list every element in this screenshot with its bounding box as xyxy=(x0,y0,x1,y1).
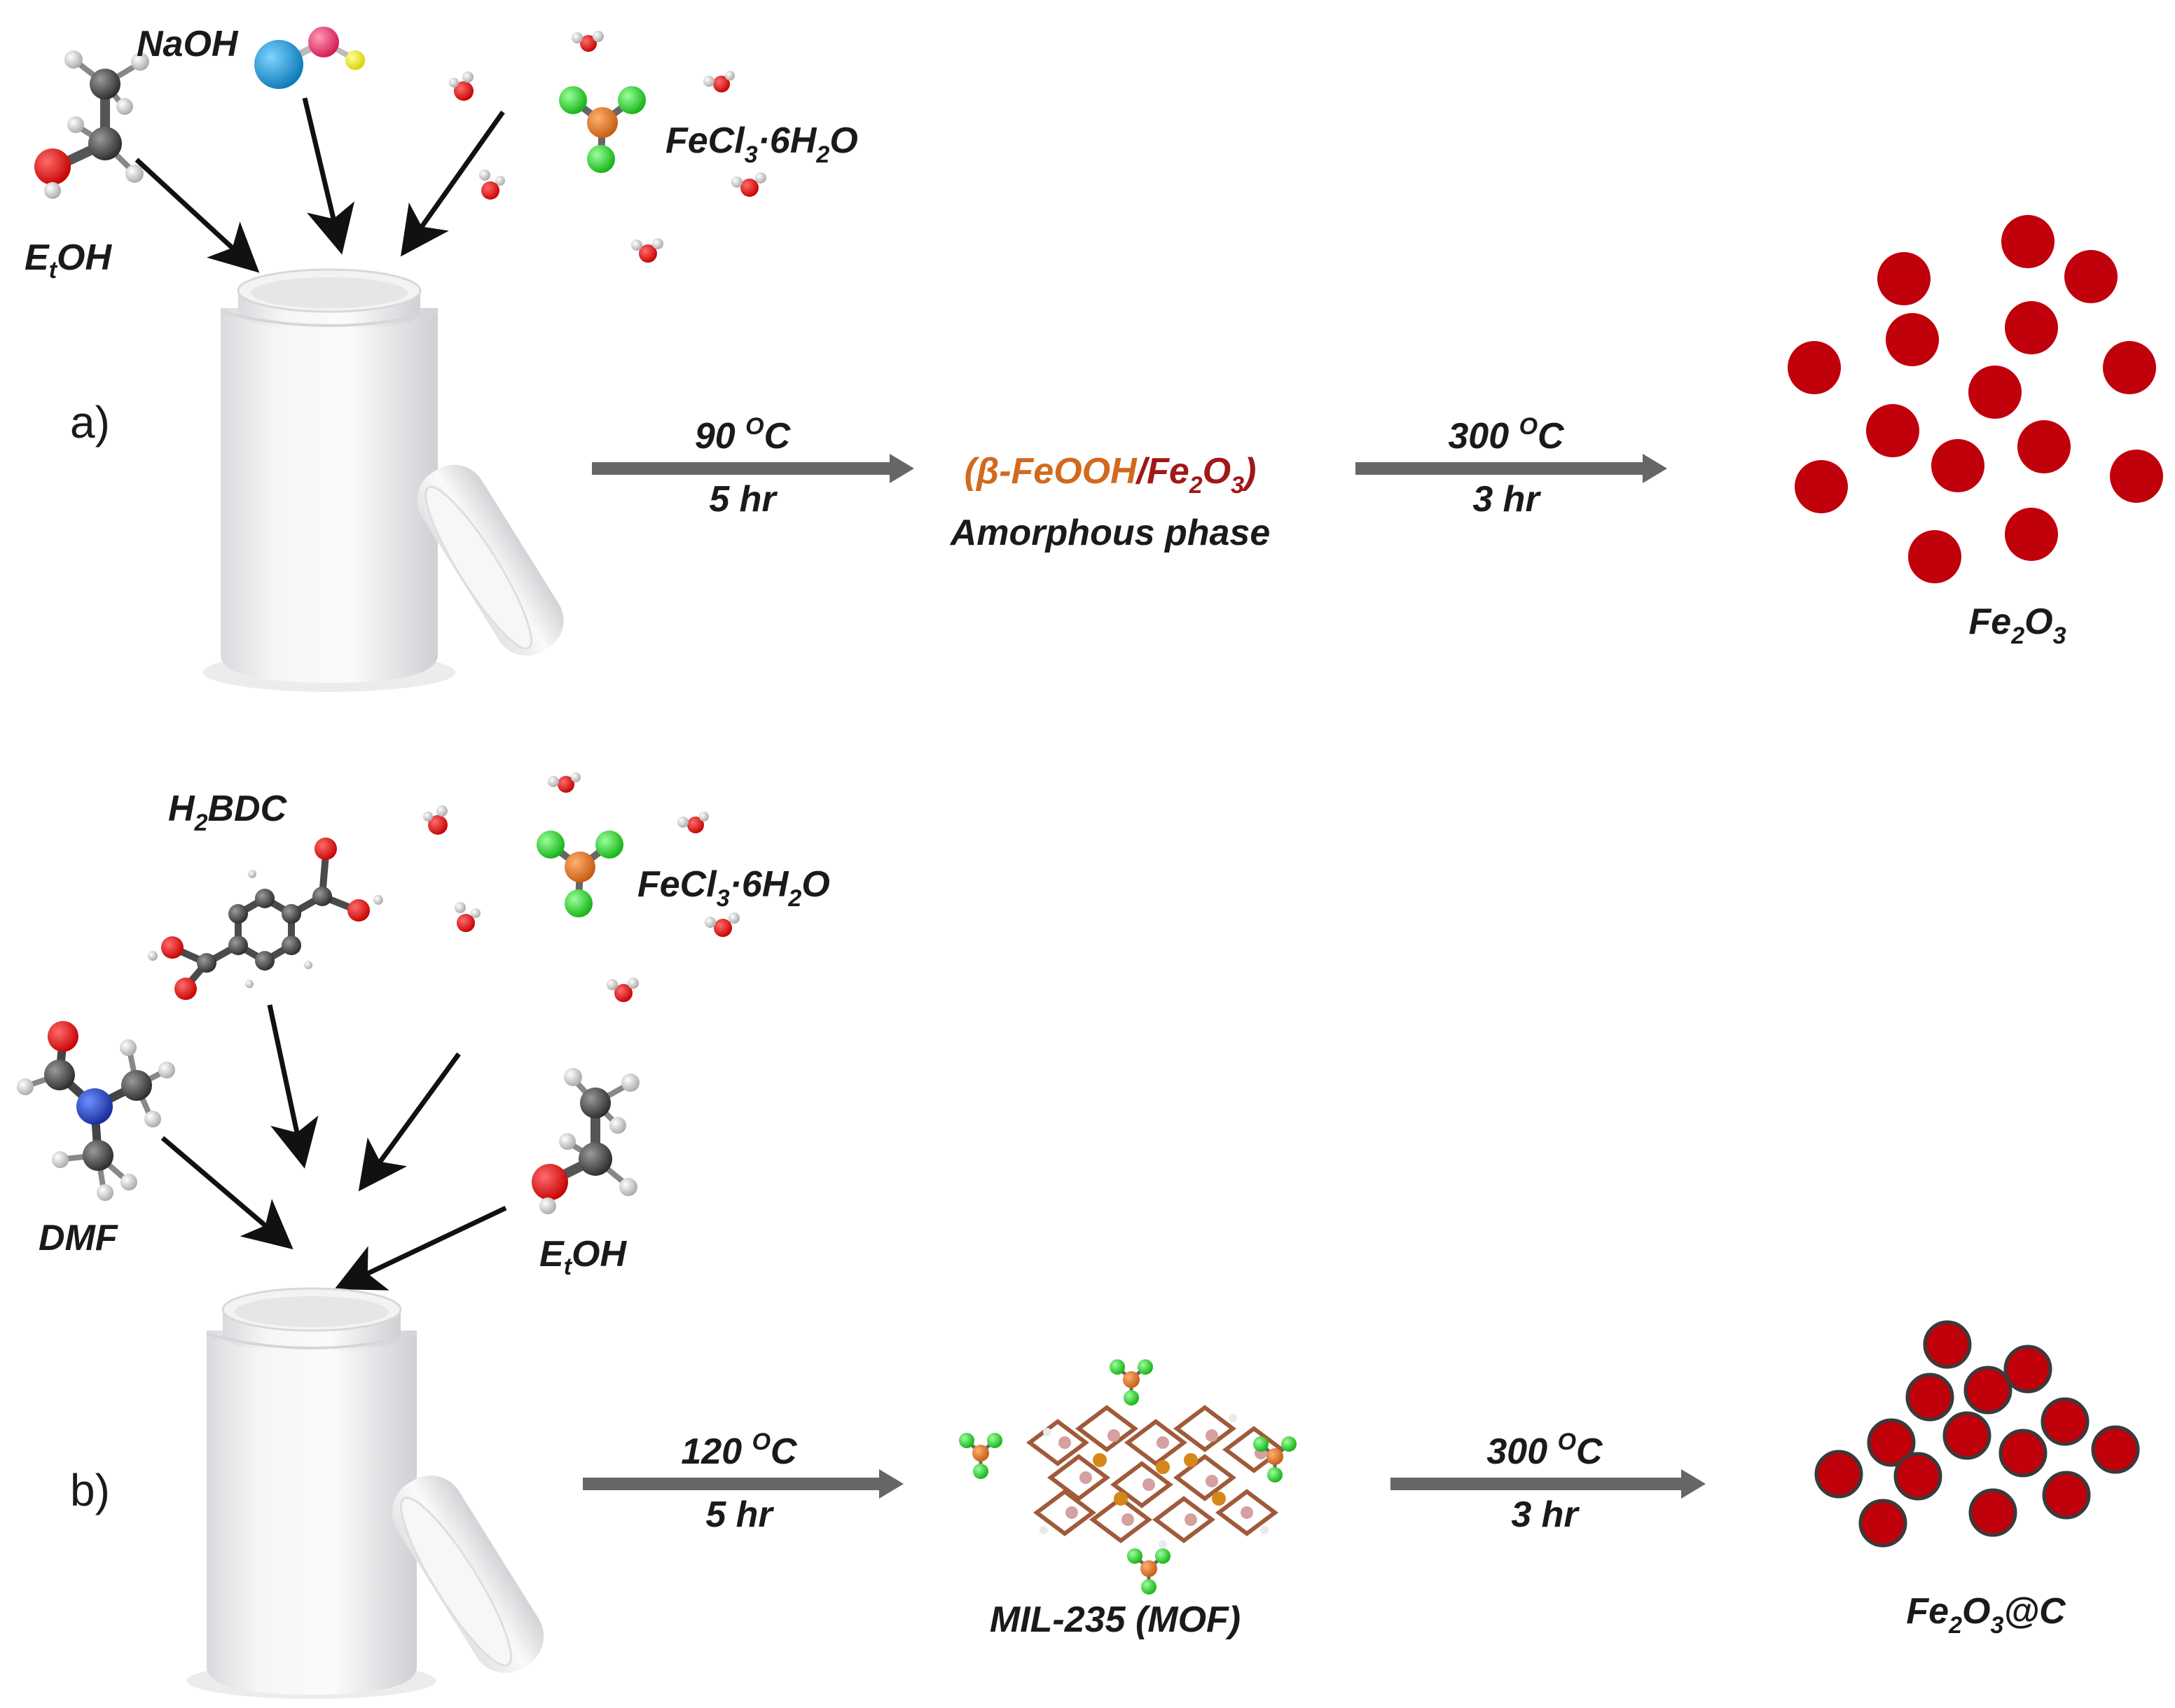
particle xyxy=(1963,1366,2012,1415)
step1-time-b: 5 hr xyxy=(705,1494,774,1535)
water-icon xyxy=(479,169,505,200)
dmf-label: DMF xyxy=(39,1218,118,1258)
particle xyxy=(2005,301,2058,354)
particle xyxy=(1886,313,1939,366)
particle xyxy=(1968,366,2022,419)
particle xyxy=(1905,1373,1954,1422)
particle xyxy=(1814,1450,1863,1499)
dmf-molecule-icon xyxy=(17,1021,175,1201)
reaction-arrow-b1: 120 OC 5 hr xyxy=(583,1429,904,1535)
reaction-arrow-a1: 90 OC 5 hr xyxy=(592,413,914,520)
water-icon xyxy=(455,902,481,932)
step1-time-a: 5 hr xyxy=(709,479,778,520)
particle xyxy=(1998,1429,2048,1478)
step1-temp-b: 120 OC xyxy=(681,1429,798,1472)
particle xyxy=(1942,1411,1991,1460)
particle xyxy=(1877,252,1931,305)
h2bdc-molecule-icon xyxy=(148,838,383,1000)
intermediate-phase-a: Amorphous phase xyxy=(949,513,1271,553)
particle xyxy=(2042,1471,2091,1520)
reagent-arrow xyxy=(134,158,260,273)
water-icon xyxy=(631,238,663,263)
particle xyxy=(1908,530,1961,583)
reagent-arrow xyxy=(302,97,355,255)
fe2o3-c-particles-b xyxy=(1814,1320,2140,1548)
particle xyxy=(2103,341,2156,394)
reaction-arrow-a2: 300 OC 3 hr xyxy=(1355,413,1667,520)
etoh-molecule-icon xyxy=(34,50,149,199)
particle xyxy=(2041,1397,2090,1446)
particle xyxy=(2003,1345,2052,1394)
particle xyxy=(1968,1488,2017,1537)
teflon-jar-a xyxy=(203,268,455,692)
etoh-label-a: EtOH xyxy=(25,237,112,284)
water-molecules-a xyxy=(449,31,766,263)
particle xyxy=(1788,341,1841,394)
particle xyxy=(1893,1452,1942,1501)
product-label-a: Fe2O3 xyxy=(1969,602,2066,649)
water-icon xyxy=(705,912,740,937)
reagent-arrow xyxy=(400,110,505,257)
panel-b: b) H2BDC xyxy=(17,772,2140,1699)
water-icon xyxy=(423,805,448,835)
water-icon xyxy=(677,812,709,833)
particle xyxy=(2017,420,2071,473)
panel-b-label: b) xyxy=(70,1465,110,1515)
fecl3-molecule-icon xyxy=(559,86,646,173)
fecl3-molecule-icon xyxy=(537,831,623,917)
water-icon xyxy=(572,31,604,52)
reagent-arrow xyxy=(358,1052,461,1192)
etoh-molecule-icon xyxy=(532,1068,640,1214)
water-icon xyxy=(449,71,474,101)
teflon-jar-cap-b xyxy=(392,1476,544,1673)
mof-label: MIL-235 (MOF) xyxy=(990,1599,1241,1640)
particle xyxy=(1931,439,1984,492)
etoh-label-b: EtOH xyxy=(539,1234,627,1280)
step2-temp-b: 300 OC xyxy=(1486,1429,1603,1472)
fecl3-label-a: FeCl3·6H2O xyxy=(665,120,858,168)
step2-time-b: 3 hr xyxy=(1511,1494,1580,1535)
water-icon xyxy=(548,772,581,793)
reaction-arrow-b2: 300 OC 3 hr xyxy=(1390,1429,1706,1535)
h2bdc-label: H2BDC xyxy=(168,789,288,836)
teflon-jar-b xyxy=(187,1287,436,1699)
step2-temp-a: 300 OC xyxy=(1448,413,1565,457)
reagent-arrow xyxy=(267,1004,319,1169)
reagent-arrow xyxy=(160,1136,294,1250)
naoh-label: NaOH xyxy=(137,24,239,64)
water-icon xyxy=(607,978,639,1002)
water-molecules-b xyxy=(423,772,740,1002)
particle xyxy=(2064,250,2118,303)
particle xyxy=(2110,450,2163,503)
intermediate-formula-a: (β-FeOOH/Fe2O3) xyxy=(965,451,1257,499)
product-label-b: Fe2O3@C xyxy=(1906,1591,2066,1639)
particle xyxy=(1923,1320,1972,1369)
particle xyxy=(1795,460,1848,513)
fecl3-label-b: FeCl3·6H2O xyxy=(637,864,830,912)
mof-structure-icon xyxy=(959,1359,1297,1595)
naoh-molecule-icon xyxy=(254,27,365,89)
particle xyxy=(2001,215,2055,268)
reagent-arrow xyxy=(334,1205,507,1291)
panel-a-label: a) xyxy=(70,397,110,447)
fe2o3-particles-a xyxy=(1788,215,2163,583)
step2-time-a: 3 hr xyxy=(1472,479,1541,520)
water-icon xyxy=(731,172,766,197)
particle xyxy=(1867,1418,1916,1467)
water-icon xyxy=(703,71,735,92)
panel-a: a) EtOH NaOH xyxy=(25,24,2163,692)
step1-temp-a: 90 OC xyxy=(695,413,792,457)
particle xyxy=(2091,1425,2140,1474)
teflon-jar-cap-a xyxy=(417,464,564,656)
particle xyxy=(1866,404,1919,457)
particle xyxy=(2005,508,2058,561)
particle xyxy=(1858,1499,1907,1548)
